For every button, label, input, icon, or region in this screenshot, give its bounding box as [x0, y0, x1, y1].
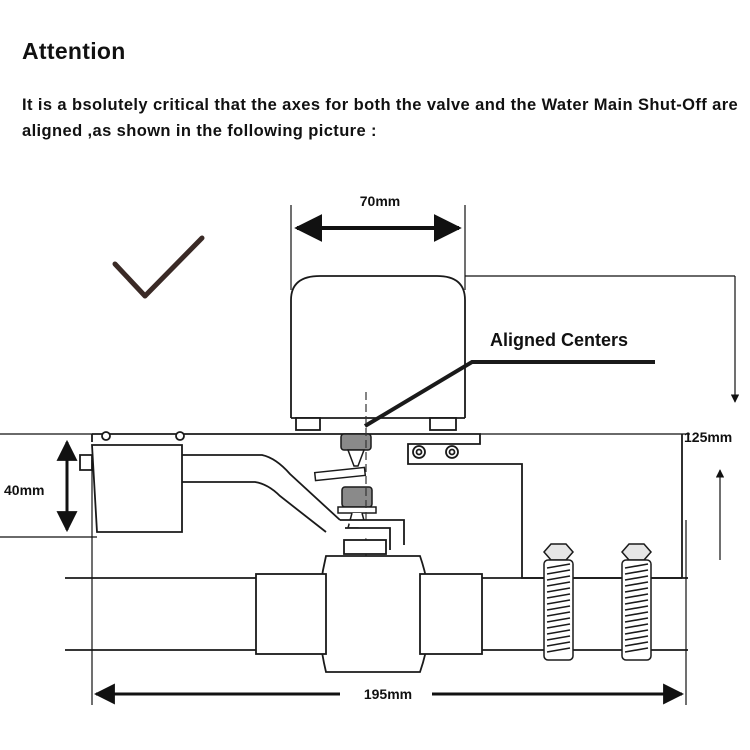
valve-actuator: [290, 275, 466, 431]
height-dimension-left: [0, 433, 97, 538]
aligned-centers-callout: [363, 360, 655, 428]
page-title: Attention: [22, 38, 126, 64]
upper-coupling-nut: [340, 433, 372, 467]
instruction-text: It is a bsolutely critical that the axes…: [22, 96, 739, 140]
width-top-label: 70mm: [360, 193, 400, 209]
height-dimension-right: [465, 275, 740, 560]
height-right-label: 125mm: [684, 429, 732, 445]
height-left-label: 40mm: [4, 482, 44, 498]
ball-valve-body: [255, 519, 483, 673]
valve-lever-handle: [79, 444, 341, 533]
water-main-pipe: [65, 577, 688, 651]
width-dimension-bottom: [91, 460, 687, 705]
hose-clamp-left: [543, 543, 574, 661]
hose-clamp-right: [621, 543, 652, 661]
check-icon: [112, 235, 205, 299]
width-bottom-label: 195mm: [364, 686, 412, 702]
aligned-centers-label: Aligned Centers: [490, 330, 628, 350]
